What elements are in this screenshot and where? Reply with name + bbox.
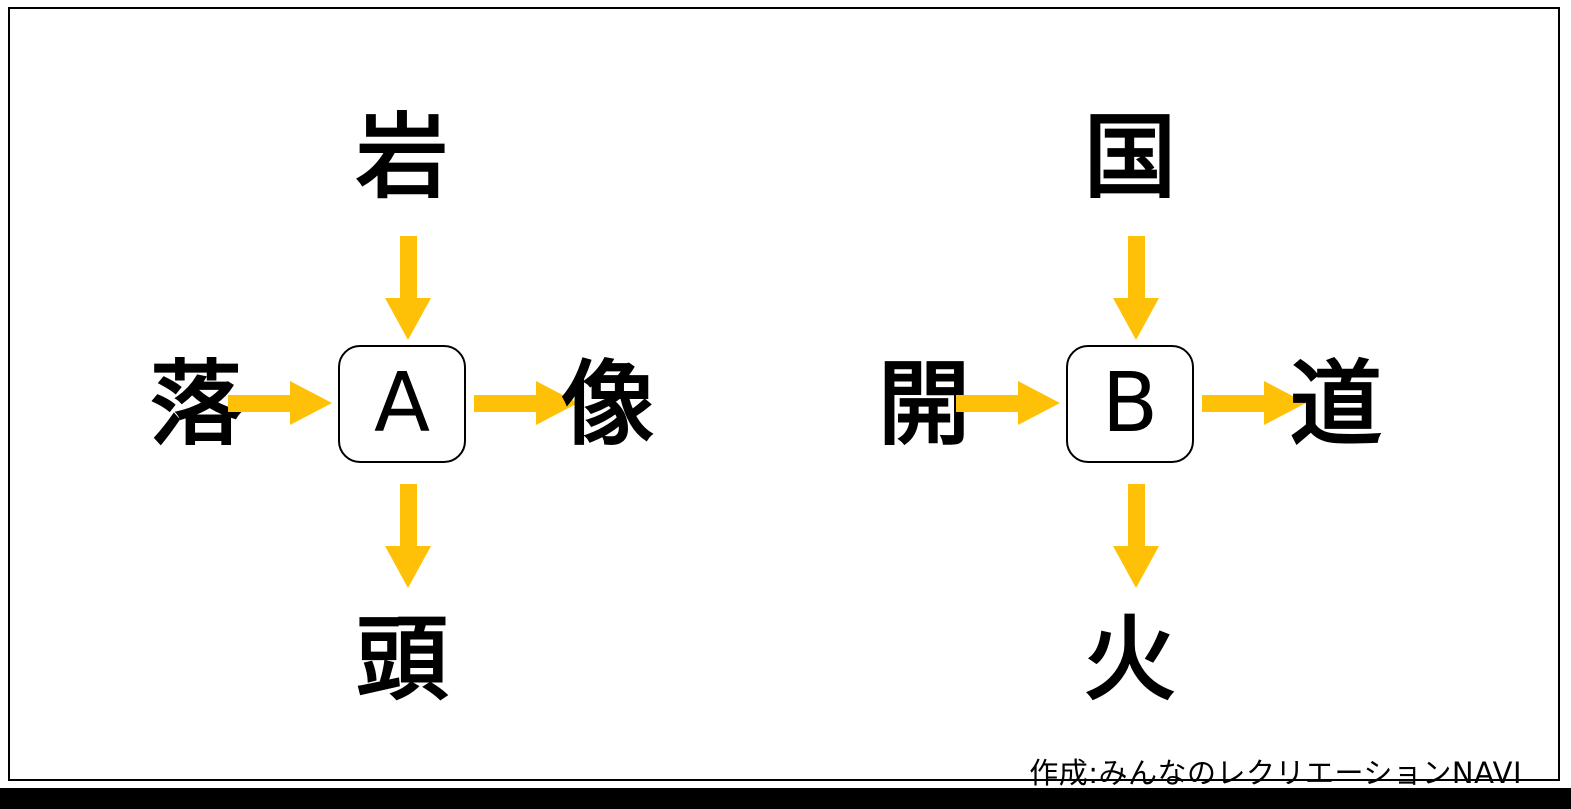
arrow-head xyxy=(536,381,578,425)
arrow-shaft xyxy=(400,236,417,302)
credit-text: 作成:みんなのレクリエーションNAVI xyxy=(1029,756,1522,790)
kanji-b-bottom: 火 xyxy=(1083,606,1176,713)
arrow-shaft xyxy=(1128,236,1145,302)
arrow-head xyxy=(1113,546,1159,588)
kanji-a-left: 落 xyxy=(149,351,242,458)
arrow-right-icon-a-right xyxy=(474,381,578,426)
arrow-down-icon-b-bottom xyxy=(1113,484,1160,588)
bottom-black-bar xyxy=(0,788,1571,809)
arrow-head xyxy=(1018,381,1060,425)
puzzle-group-b: 国 開 B 道 火 xyxy=(820,94,1440,714)
kanji-b-left: 開 xyxy=(877,351,970,458)
arrow-down-icon-a-bottom xyxy=(385,484,432,588)
answer-box-a-label: A xyxy=(373,356,431,451)
arrow-right-icon-b-right xyxy=(1202,381,1306,426)
arrow-shaft xyxy=(956,395,1022,412)
arrow-head xyxy=(385,546,431,588)
arrow-down-icon-a-top xyxy=(385,236,432,340)
arrow-head xyxy=(1113,298,1159,340)
arrow-head xyxy=(290,381,332,425)
answer-box-a[interactable]: A xyxy=(338,345,466,463)
kanji-b-right: 道 xyxy=(1290,351,1383,458)
arrow-shaft xyxy=(400,484,417,550)
kanji-a-right: 像 xyxy=(562,351,655,458)
arrow-right-icon-a-left xyxy=(228,381,332,426)
kanji-a-top: 岩 xyxy=(355,104,448,211)
arrow-head xyxy=(1264,381,1306,425)
arrow-shaft xyxy=(474,395,540,412)
answer-box-b[interactable]: B xyxy=(1066,345,1194,463)
arrow-head xyxy=(385,298,431,340)
arrow-shaft xyxy=(228,395,294,412)
slide-frame: 岩 落 A 像 頭 xyxy=(8,7,1560,790)
arrow-shaft xyxy=(1202,395,1268,412)
arrow-shaft xyxy=(1128,484,1145,550)
kanji-a-bottom: 頭 xyxy=(355,606,448,713)
kanji-b-top: 国 xyxy=(1083,104,1176,211)
arrow-right-icon-b-left xyxy=(956,381,1060,426)
answer-box-b-label: B xyxy=(1101,356,1159,451)
puzzle-group-a: 岩 落 A 像 頭 xyxy=(92,94,712,714)
arrow-down-icon-b-top xyxy=(1113,236,1160,340)
